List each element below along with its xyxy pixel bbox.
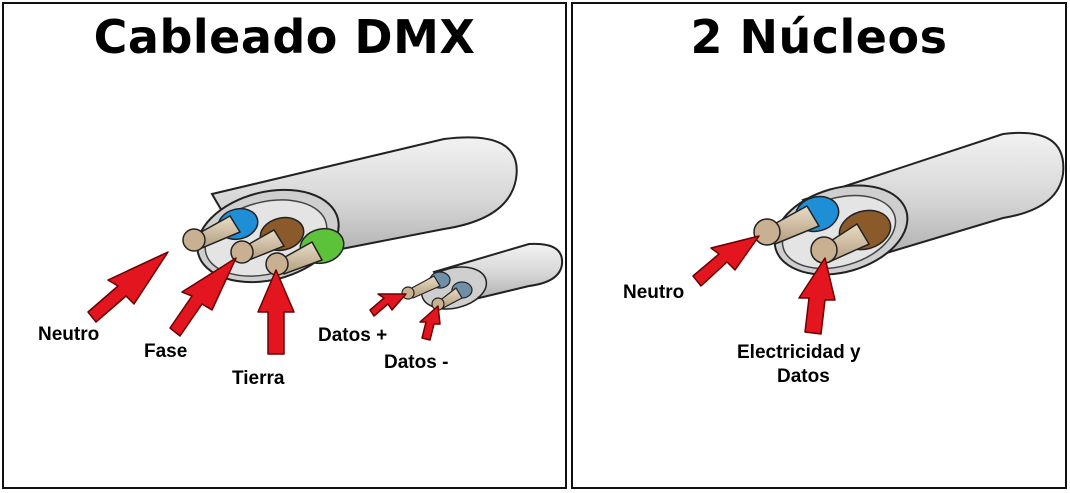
blue-core — [753, 195, 840, 246]
two-core-panel-title: 2 Núcleos — [690, 10, 948, 64]
label-electricidad-line2: Datos — [777, 366, 830, 387]
arrow-tierra — [257, 269, 295, 355]
label-datos-plus: Datos + — [318, 325, 388, 346]
green-core — [265, 227, 345, 276]
data-cable — [401, 242, 564, 311]
blue-core — [182, 207, 259, 252]
brown-core — [230, 216, 305, 264]
arrow-neutro — [692, 235, 760, 287]
label-datos-minus: Datos - — [384, 352, 449, 373]
power-cable — [182, 136, 518, 284]
label-neutro: Neutro — [623, 282, 685, 303]
label-fase: Fase — [144, 341, 188, 362]
brown-core — [810, 209, 892, 264]
two-core-cable-illustration — [692, 131, 1065, 335]
arrow-neutro — [87, 251, 169, 323]
dmx-cabling-panel: Cableado DMX — [2, 2, 567, 489]
label-neutro: Neutro — [38, 324, 100, 345]
arrow-fase — [169, 257, 237, 337]
two-core-cable — [753, 131, 1065, 276]
dmx-panel-title: Cableado DMX — [93, 10, 476, 64]
two-core-panel: 2 Núcleos — [571, 2, 1067, 489]
arrow-datos-plus — [369, 293, 407, 317]
arrow-electricidad-datos — [798, 257, 836, 335]
dmx-cable-illustration — [87, 136, 564, 355]
arrow-datos-minus — [419, 305, 441, 341]
label-electricidad-line1: Electricidad y — [737, 342, 861, 363]
label-tierra: Tierra — [232, 368, 285, 389]
